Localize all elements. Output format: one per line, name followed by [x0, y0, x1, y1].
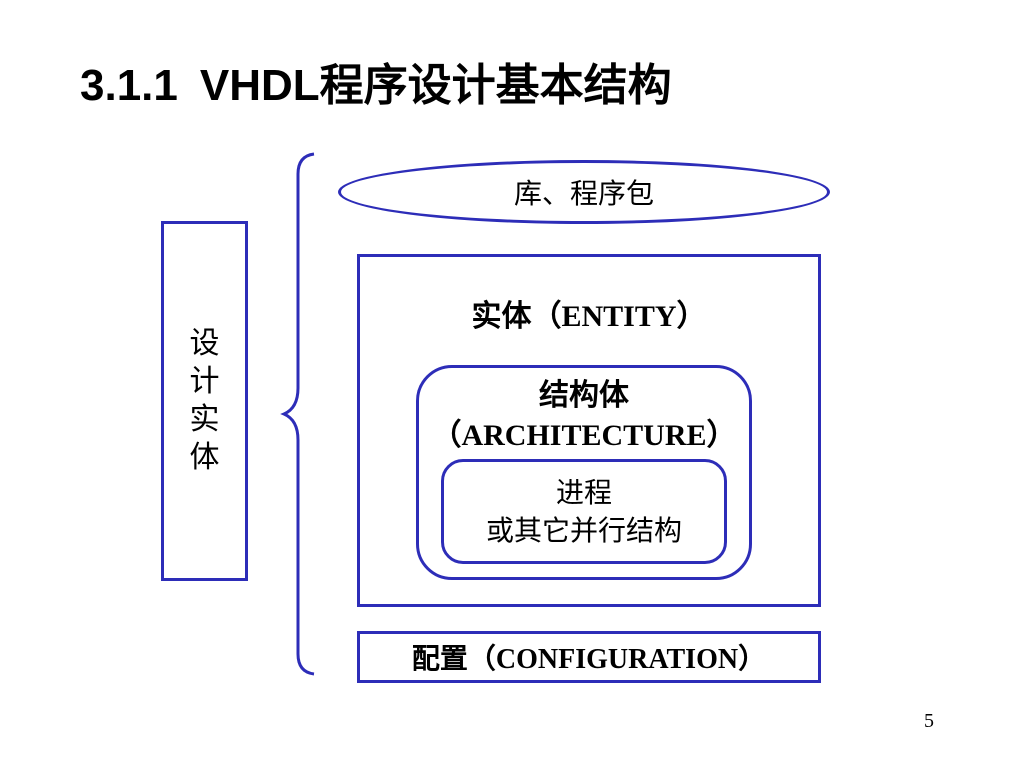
- architecture-label: 结构体 （ARCHITECTURE）: [419, 376, 749, 456]
- design-entity-label: 设计实体: [189, 326, 220, 475]
- curly-brace: [280, 152, 315, 676]
- entity-label: 实体（ENTITY）: [471, 300, 707, 333]
- architecture-label-line1: 结构体: [539, 379, 629, 412]
- configuration-label: 配置（CONFIGURATION）: [411, 644, 767, 675]
- slide-title: 3.1.1 VHDL程序设计基本结构: [80, 58, 672, 114]
- process-label-line1: 进程: [555, 475, 612, 509]
- page-number: 5: [924, 710, 934, 732]
- library-package-label: 库、程序包: [513, 177, 654, 210]
- library-package-ellipse: 库、程序包: [338, 160, 830, 224]
- architecture-box: 结构体 （ARCHITECTURE）: [416, 365, 752, 580]
- process-label-line2: 或其它并行结构: [485, 513, 682, 547]
- configuration-box: 配置（CONFIGURATION）: [357, 631, 821, 683]
- process-box: 进程 或其它并行结构: [441, 459, 727, 564]
- title-text: VHDL程序设计基本结构: [199, 61, 672, 110]
- section-number: 3.1.1: [80, 61, 178, 110]
- entity-box: 实体（ENTITY）: [357, 254, 821, 607]
- architecture-label-line2: （ARCHITECTURE）: [431, 419, 737, 452]
- design-entity-box: 设计实体: [161, 221, 248, 581]
